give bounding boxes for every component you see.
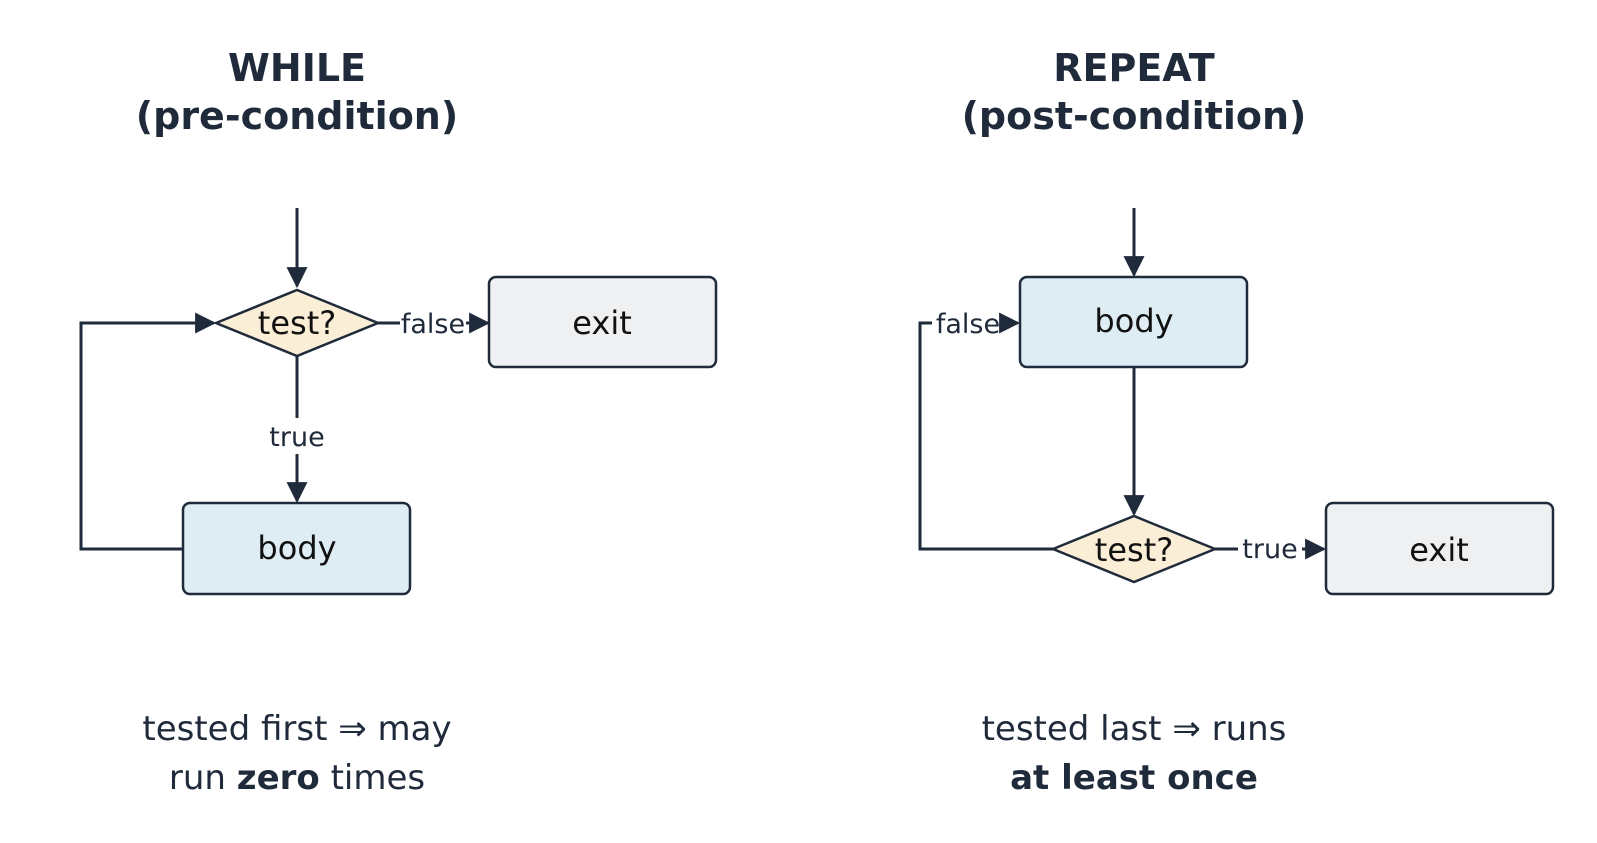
repeat-false-edge-a [918, 321, 1053, 551]
repeat-title: REPEAT [1053, 46, 1214, 90]
while-exit-label: exit [572, 304, 632, 342]
while-exit-box [487, 275, 718, 369]
while-false-label: false [401, 309, 465, 340]
repeat-caption-line1: tested last ⇒ runs [982, 709, 1287, 749]
repeat-exit-label: exit [1409, 531, 1469, 569]
repeat-true-label: true [1242, 534, 1297, 565]
while-subtitle: (pre-condition) [136, 94, 458, 138]
repeat-subtitle: (post-condition) [962, 94, 1307, 138]
while-test-label: test? [258, 304, 336, 342]
while-caption-pre: run [169, 758, 237, 798]
while-caption-bold: zero [237, 758, 320, 798]
repeat-caption-line2: at least once [1010, 758, 1258, 798]
while-title: WHILE [228, 46, 366, 90]
repeat-false-label: false [936, 309, 1000, 340]
while-true-label: true [269, 422, 324, 453]
while-body-label: body [257, 529, 336, 567]
repeat-body-label: body [1094, 302, 1173, 340]
while-caption-post: times [320, 758, 425, 798]
while-caption-line1: tested first ⇒ may [142, 709, 451, 749]
while-loop-back-edge [79, 312, 217, 551]
repeat-diagram: REPEAT (post-condition) body test? true … [918, 46, 1555, 798]
while-caption-line2: run zero times [169, 758, 425, 798]
repeat-test-label: test? [1095, 531, 1173, 569]
repeat-exit-box [1324, 501, 1555, 596]
while-diagram: WHILE (pre-condition) test? false exit t… [79, 46, 718, 798]
